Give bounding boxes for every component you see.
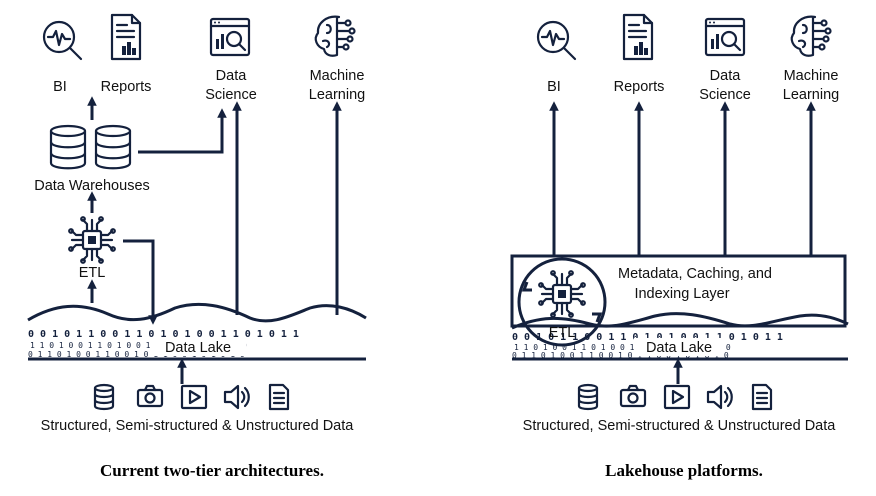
bi-magnifier-icon (536, 20, 577, 61)
database-icon (577, 383, 599, 411)
data-lake-label: Data Lake (646, 340, 712, 356)
speaker-icon (223, 384, 250, 410)
bi-label: BI (53, 79, 67, 95)
ml-label-2: Learning (309, 87, 365, 103)
data-science-label-1: Data (216, 68, 248, 84)
database-icon (93, 383, 115, 411)
brain-circuit-icon (790, 15, 832, 57)
ml-label-1: Machine (784, 68, 839, 84)
brain-circuit-icon (314, 15, 356, 57)
data-science-label-2: Science (205, 87, 257, 103)
arrow-etl-to-lake (123, 239, 158, 325)
metadata-layer-box (510, 254, 847, 328)
layer-label-2: Indexing Layer (634, 286, 729, 302)
etl-chip-icon (68, 216, 116, 264)
data-science-window-icon (704, 17, 746, 57)
reports-label: Reports (101, 79, 152, 95)
camera-icon (136, 384, 164, 408)
data-science-label-2: Science (699, 87, 751, 103)
etl-chip-icon (538, 270, 586, 318)
bits-row-2: 1 1 0 1 0 0 1 1 0 1 0 0 1 1 0 1 0 0 1 0 … (514, 343, 731, 352)
arrow-wh-to-ds (138, 108, 227, 154)
data-science-window-icon (209, 17, 251, 57)
cycle-arrowhead (521, 281, 532, 292)
etl-cycle-ring (517, 257, 607, 347)
play-icon (180, 384, 208, 410)
data-lake-label: Data Lake (165, 340, 231, 356)
data-science-label-1: Data (710, 68, 742, 84)
warehouse-db-icon (94, 124, 132, 170)
cycle-arrowhead (592, 312, 603, 323)
sources-label: Structured, Semi-structured & Unstructur… (523, 418, 837, 434)
lake-wave (27, 302, 367, 323)
ml-label-2: Learning (783, 87, 839, 103)
warehouse-db-icon (49, 124, 87, 170)
sources-label: Structured, Semi-structured & Unstructur… (41, 418, 355, 434)
warehouse-label: Data Warehouses (34, 178, 150, 194)
bits-row-2: 1 1 0 1 0 0 1 1 0 1 0 0 1 1 0 1 0 0 1 0 … (30, 341, 247, 350)
bits-row-1: 0 0 1 0 1 1 0 0 1 1 0 1 0 1 0 0 1 1 0 1 … (512, 332, 783, 343)
bits-row-1: 0 0 1 0 1 1 0 0 1 1 0 1 0 1 0 0 1 1 0 1 … (28, 329, 299, 340)
report-chart-icon (110, 13, 142, 61)
bits-row-3: 0 1 1 0 1 0 0 1 1 0 0 1 0 1 1 0 0 1 0 1 … (512, 351, 729, 360)
camera-icon (619, 384, 647, 408)
document-icon (751, 383, 773, 411)
bits-row-3: 0 1 1 0 1 0 0 1 1 0 0 1 0 1 1 0 0 1 0 1 … (28, 350, 245, 359)
left-caption: Current two-tier architectures. (100, 461, 324, 480)
etl-label: ETL (79, 265, 106, 281)
play-icon (663, 384, 691, 410)
document-icon (268, 383, 290, 411)
ml-label-1: Machine (310, 68, 365, 84)
left-panel: BI Reports Data Science Machine Learning… (27, 13, 367, 480)
right-panel: BI Reports Data Science Machine Learning… (510, 13, 849, 480)
right-caption: Lakehouse platforms. (605, 461, 763, 480)
reports-label: Reports (614, 79, 665, 95)
speaker-icon (706, 384, 733, 410)
lake-wave (511, 312, 849, 330)
etl-label: ETL (549, 325, 576, 341)
report-chart-icon (622, 13, 654, 61)
bi-label: BI (547, 79, 561, 95)
bi-magnifier-icon (42, 20, 83, 61)
layer-label-1: Metadata, Caching, and (618, 266, 772, 282)
